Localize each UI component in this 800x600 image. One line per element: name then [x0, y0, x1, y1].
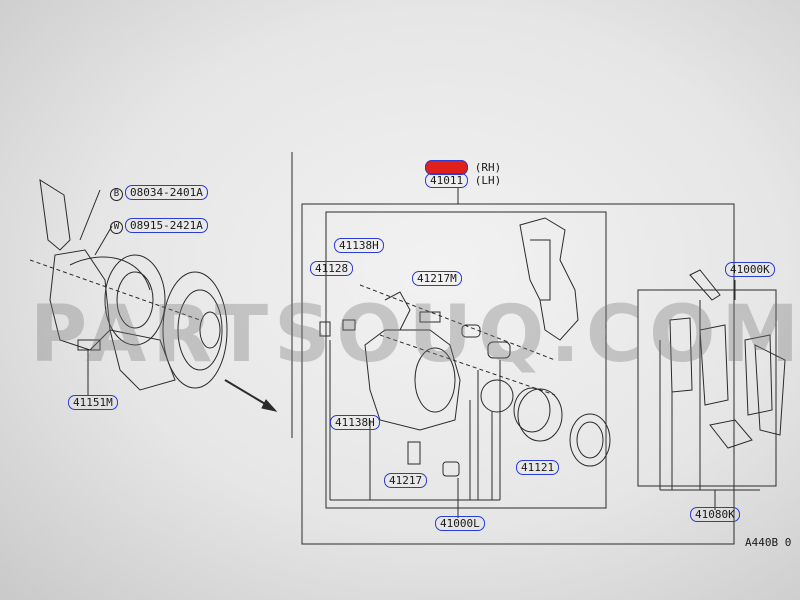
part-number: 41151M	[68, 395, 118, 410]
callout-41217[interactable]: 41217	[384, 473, 428, 488]
side-label: (RH)	[474, 161, 502, 174]
part-number: 41121	[516, 460, 560, 475]
callout-41128[interactable]: 41128	[310, 261, 354, 276]
callout-41080k[interactable]: 41080K	[690, 507, 740, 522]
pad-kit-frame	[637, 289, 777, 487]
part-number: 41000L	[435, 516, 485, 531]
caliper-assembly-frame	[301, 203, 735, 545]
watermark-text: PARTSOUQ.COM	[30, 290, 800, 380]
part-number: 41138H	[330, 415, 380, 430]
callout-41217m[interactable]: 41217M	[412, 271, 462, 286]
callout-41138h-lower[interactable]: 41138H	[330, 415, 380, 430]
callout-41121[interactable]: 41121	[516, 460, 560, 475]
callout-41001-rh[interactable]: 41001 (RH)	[425, 160, 502, 175]
part-number-highlighted: 41001	[425, 160, 469, 175]
symbol-b: B	[110, 188, 123, 201]
part-number: 41011	[425, 173, 469, 188]
callout-41011-lh[interactable]: 41011 (LH)	[425, 173, 502, 188]
callout-41138h-upper[interactable]: 41138H	[334, 238, 384, 253]
pad-drawing	[659, 269, 786, 510]
part-number: 08034-2401A	[125, 185, 208, 200]
symbol-w: W	[110, 221, 123, 234]
diagram-code: A440B 0	[745, 536, 792, 549]
callout-41151m[interactable]: 41151M	[68, 395, 118, 410]
side-label: (LH)	[474, 174, 502, 187]
part-number: 41138H	[334, 238, 384, 253]
caliper-inner-frame	[325, 211, 607, 509]
callout-41000k[interactable]: 41000K	[725, 262, 775, 277]
part-number: 41217	[384, 473, 428, 488]
caliper-drawing	[319, 217, 611, 518]
knuckle-drawing	[29, 179, 228, 395]
part-number: 41000K	[725, 262, 775, 277]
part-number: 08915-2421A	[125, 218, 208, 233]
part-number: 41080K	[690, 507, 740, 522]
part-number: 41128	[310, 261, 354, 276]
part-number: 41217M	[412, 271, 462, 286]
callout-41000l[interactable]: 41000L	[435, 516, 485, 531]
